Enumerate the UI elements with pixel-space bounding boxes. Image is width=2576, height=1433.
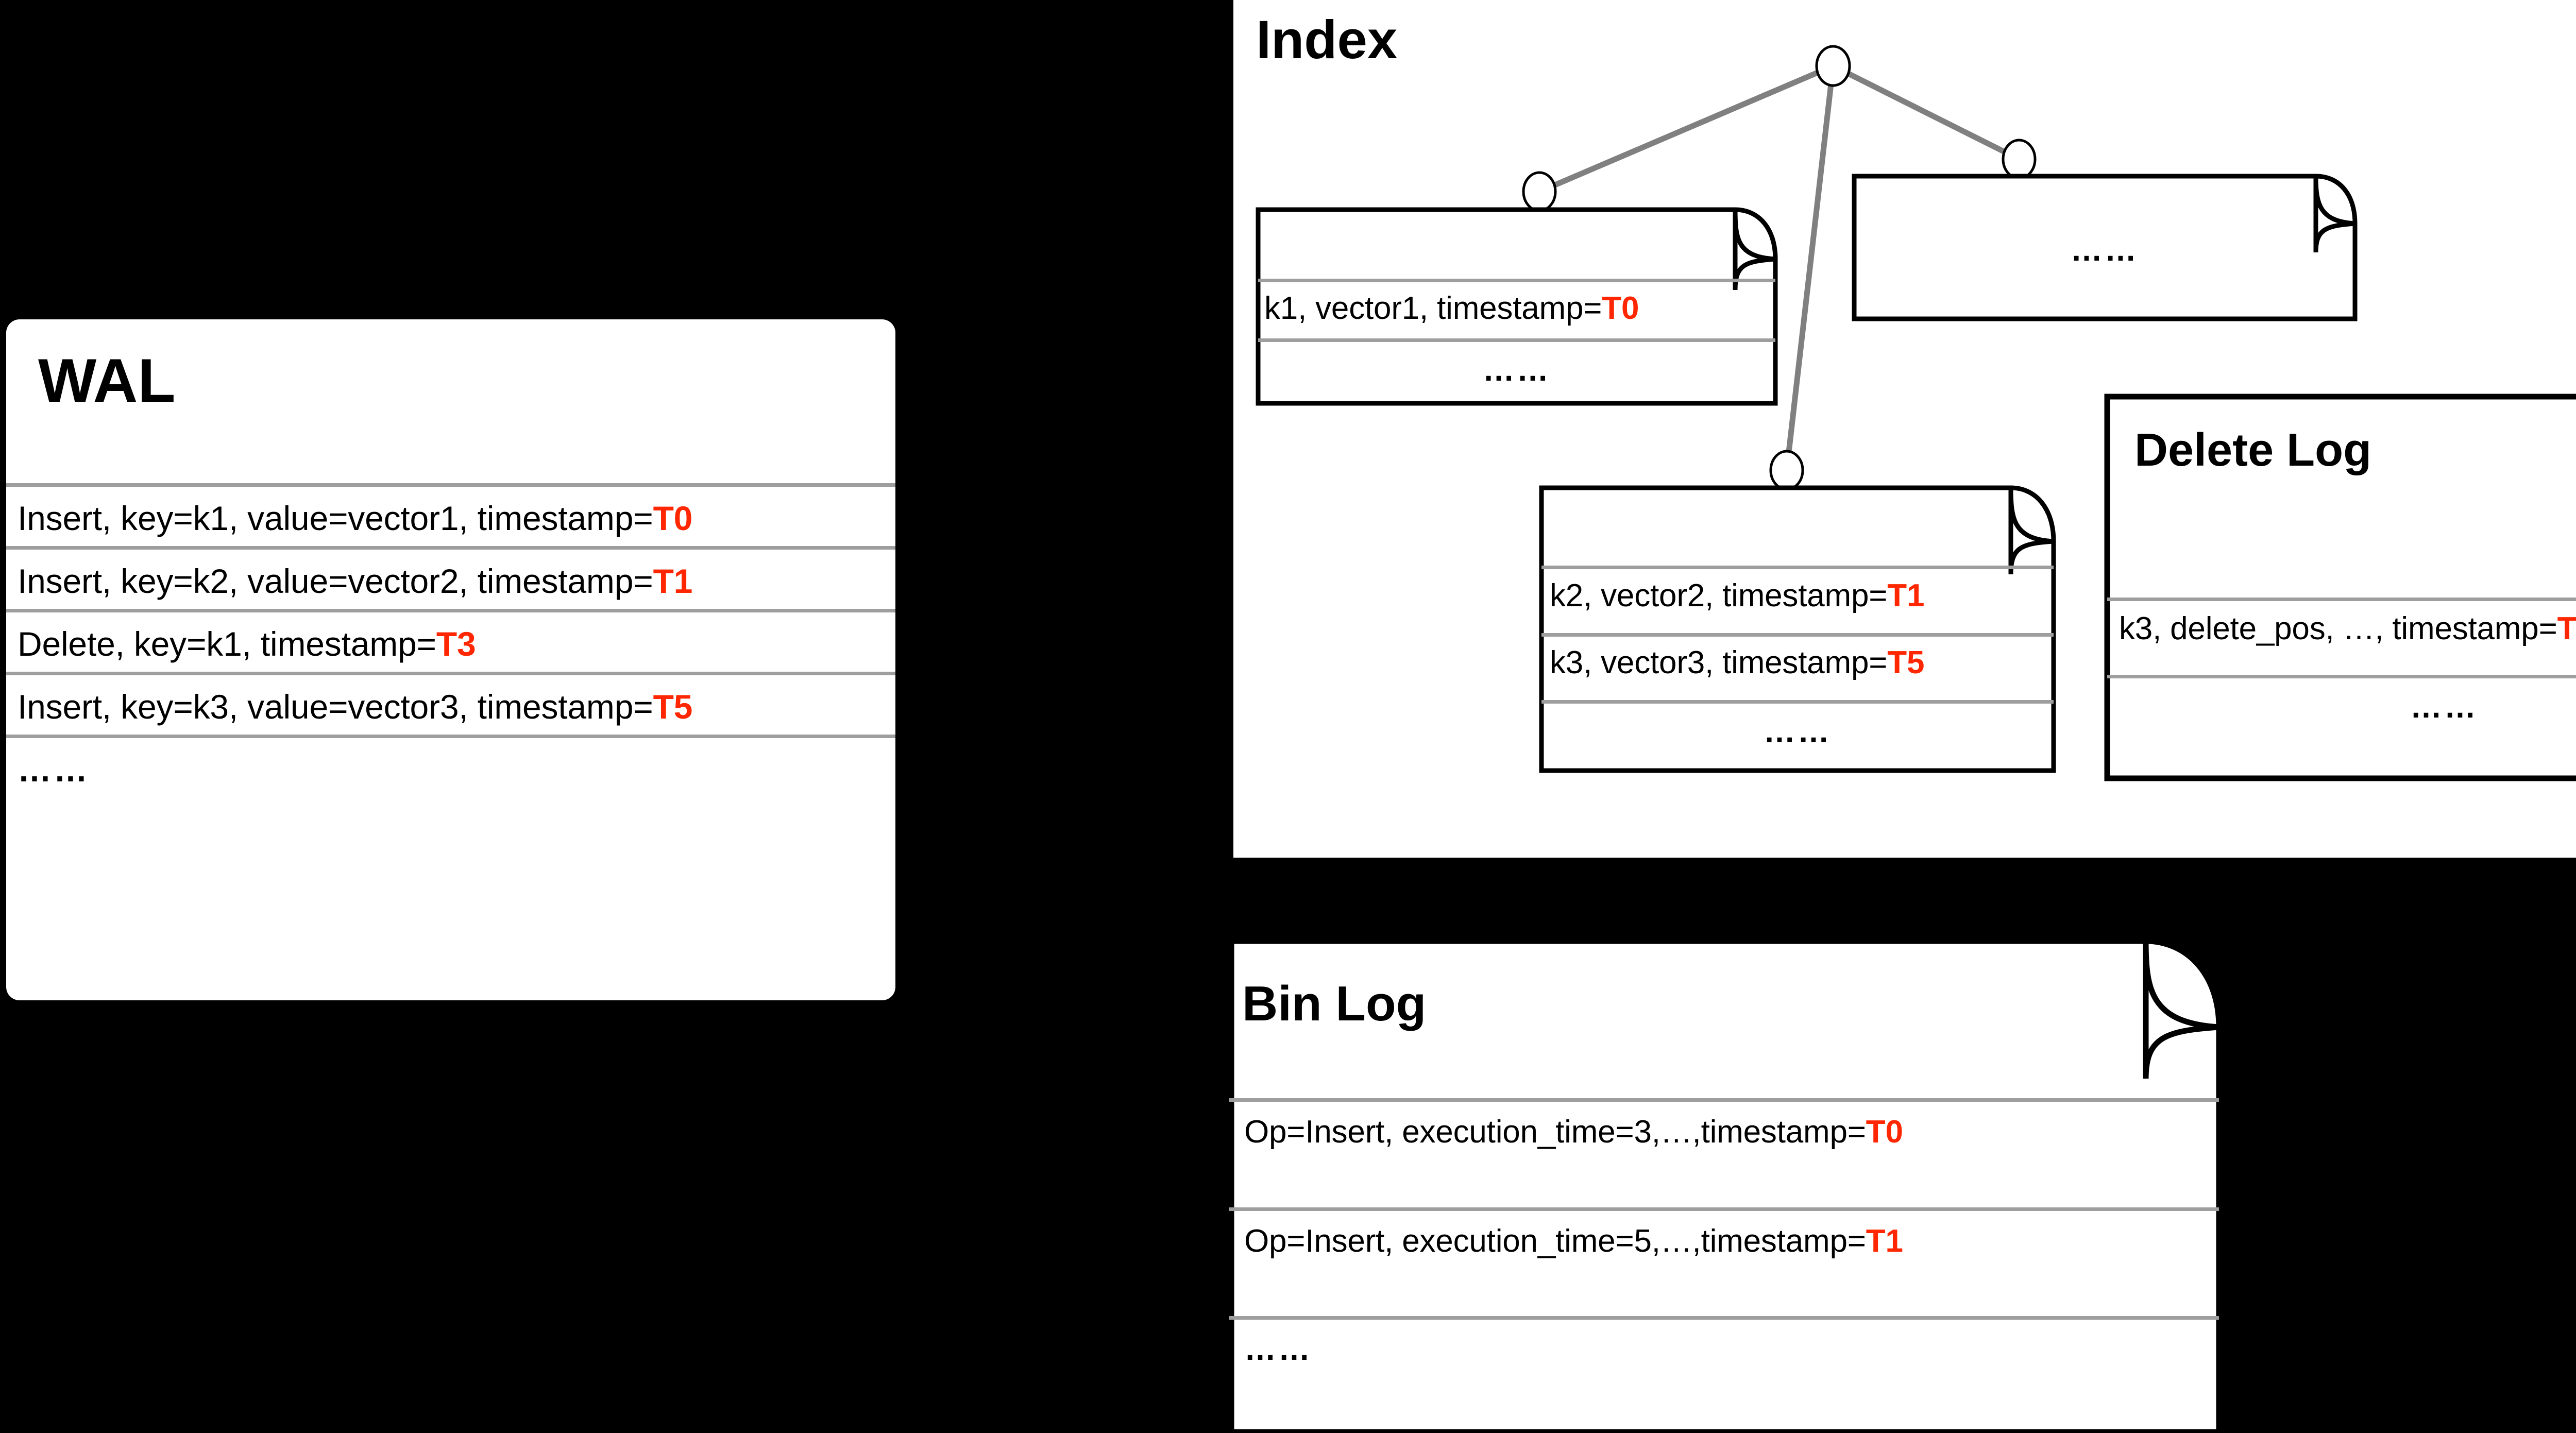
diagram-canvas: WAL Insert, key=k1, value=vector1, times… <box>6 0 2576 1433</box>
wal-row-4: …… <box>18 750 90 789</box>
folded-corner-icon <box>2008 487 2054 575</box>
wal-divider <box>6 483 895 487</box>
bin-log-title: Bin Log <box>1242 976 1427 1031</box>
wal-row-2: Delete, key=k1, timestamp=T3 <box>18 624 476 663</box>
bin-log-panel: Bin Log Op=Insert, execution_time=3,…,ti… <box>1228 938 2222 1433</box>
leaf-k1-row-0-text: k1, vector1, timestamp= <box>1264 291 1602 326</box>
bin-log-divider <box>1229 1098 2219 1102</box>
wal-divider <box>6 735 895 738</box>
bin-log-row-2: …… <box>1244 1332 1312 1367</box>
leaf-k1-row-0-timestamp: T0 <box>1602 291 1639 326</box>
leaf-k1-divider <box>1258 279 1775 282</box>
delete-log-divider <box>2107 598 2576 601</box>
index-leaf-k1: k1, vector1, timestamp=T0 …… <box>1256 207 1778 406</box>
leaf-right-row-0: …… <box>2071 232 2139 268</box>
delete-log-row-0: k3, delete_pos, …, timestamp=T3 <box>2119 610 2576 647</box>
wal-divider <box>6 609 895 612</box>
wal-row-1-timestamp: T1 <box>653 562 693 600</box>
bin-log-row-0-timestamp: T0 <box>1866 1114 1903 1150</box>
delete-log-row-0-timestamp: T3 <box>2557 611 2576 646</box>
bin-log-divider <box>1229 1207 2219 1211</box>
leaf-k1-row-0: k1, vector1, timestamp=T0 <box>1264 290 1639 327</box>
wal-row-3-text: Insert, key=k3, value=vector3, timestamp… <box>18 688 653 726</box>
wal-divider <box>6 546 895 550</box>
bin-log-row-0-text: Op=Insert, execution_time=3,…,timestamp= <box>1244 1114 1866 1150</box>
leaf-k2k3-divider <box>1541 633 2054 637</box>
leaf-k2k3-row-2: …… <box>1764 714 1832 749</box>
leaf-k2k3-row-0: k2, vector2, timestamp=T1 <box>1550 577 1924 614</box>
leaf-k1-divider <box>1258 338 1775 342</box>
delete-log-title: Delete Log <box>2134 424 2372 476</box>
leaf-k1-row-1: …… <box>1483 352 1551 388</box>
folded-corner-icon <box>2143 941 2219 1079</box>
folded-corner-icon <box>2313 176 2355 253</box>
leaf-k2k3-divider <box>1541 566 2054 569</box>
index-leaf-k2k3: k2, vector2, timestamp=T1 k3, vector3, t… <box>1539 485 2056 773</box>
wal-row-3: Insert, key=k3, value=vector3, timestamp… <box>18 687 692 726</box>
document-outline <box>2104 394 2576 781</box>
bin-log-row-1-text: Op=Insert, execution_time=5,…,timestamp= <box>1244 1223 1866 1259</box>
wal-row-0-text: Insert, key=k1, value=vector1, timestamp… <box>18 499 653 537</box>
index-leaf-right: …… <box>1852 174 2358 321</box>
delete-log-panel: Delete Log k3, delete_pos, …, timestamp=… <box>2104 394 2576 781</box>
folded-corner-icon <box>1733 209 1776 291</box>
bin-log-divider <box>1229 1316 2219 1320</box>
delete-log-divider <box>2107 675 2576 678</box>
wal-row-2-timestamp: T3 <box>436 625 476 663</box>
wal-row-1: Insert, key=k2, value=vector2, timestamp… <box>18 561 692 601</box>
wal-row-0: Insert, key=k1, value=vector1, timestamp… <box>18 499 692 538</box>
wal-row-1-text: Insert, key=k2, value=vector2, timestamp… <box>18 562 653 600</box>
wal-row-3-timestamp: T5 <box>653 688 693 726</box>
wal-panel: WAL Insert, key=k1, value=vector1, times… <box>6 319 895 1000</box>
bin-log-row-0: Op=Insert, execution_time=3,…,timestamp=… <box>1244 1114 1903 1150</box>
leaf-k2k3-divider <box>1541 700 2054 704</box>
leaf-k2k3-row-1-timestamp: T5 <box>1887 645 1925 680</box>
leaf-k2k3-row-0-timestamp: T1 <box>1887 578 1925 613</box>
leaf-k2k3-row-1: k3, vector3, timestamp=T5 <box>1550 644 1924 681</box>
bin-log-row-1-timestamp: T1 <box>1866 1223 1903 1259</box>
bin-log-row-1: Op=Insert, execution_time=5,…,timestamp=… <box>1244 1223 1903 1259</box>
delete-log-row-0-text: k3, delete_pos, …, timestamp= <box>2119 611 2557 646</box>
wal-row-2-text: Delete, key=k1, timestamp= <box>18 625 436 663</box>
wal-title: WAL <box>38 346 176 415</box>
leaf-k2k3-row-0-text: k2, vector2, timestamp= <box>1550 578 1888 613</box>
delete-log-row-1: …… <box>2410 689 2478 725</box>
leaf-k2k3-row-1-text: k3, vector3, timestamp= <box>1550 645 1888 680</box>
wal-row-0-timestamp: T0 <box>653 499 693 537</box>
index-title: Index <box>1256 10 1398 70</box>
wal-divider <box>6 672 895 675</box>
